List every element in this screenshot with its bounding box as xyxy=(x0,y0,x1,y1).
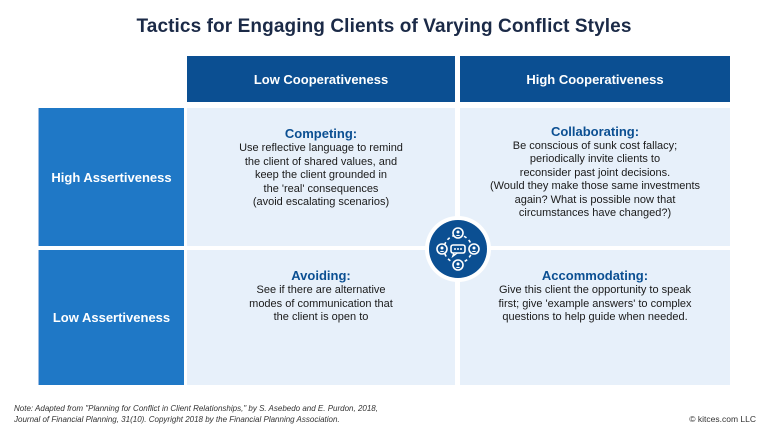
cell-line: keep the client grounded in xyxy=(254,169,388,182)
cell-line: reconsider past joint decisions. xyxy=(519,166,671,179)
cell-line: periodically invite clients to xyxy=(529,153,661,165)
cell-line: questions to help guide when needed. xyxy=(502,311,688,324)
cell-avoiding: Avoiding: See if there are alternative m… xyxy=(187,250,455,385)
copyright: © kitces.com LLC xyxy=(689,414,756,424)
cell-accommodating: Accommodating: Give this client the oppo… xyxy=(460,250,730,385)
cell-competing: Competing: Use reflective language to re… xyxy=(187,108,455,246)
row-header-high-assertiveness: High Assertiveness xyxy=(38,108,184,246)
cell-heading: Avoiding: xyxy=(291,268,351,284)
center-badge xyxy=(425,216,491,282)
source-note-line: Note: Adapted from "Planning for Conflic… xyxy=(14,404,378,413)
cell-line: the client is open to xyxy=(273,311,369,324)
column-header-low-cooperativeness: Low Cooperativeness xyxy=(187,56,455,102)
cell-collaborating: Collaborating: Be conscious of sunk cost… xyxy=(460,108,730,246)
cell-line: the 'real' consequences xyxy=(263,182,379,195)
column-header-high-cooperativeness: High Cooperativeness xyxy=(460,56,730,102)
cell-heading: Competing: xyxy=(284,126,358,142)
cell-heading: Collaborating: xyxy=(550,123,640,139)
cell-line: (avoid escalating scenarios) xyxy=(252,196,390,209)
source-note: Note: Adapted from "Planning for Conflic… xyxy=(14,404,534,425)
source-note-line: Journal of Financial Planning, 31(10). C… xyxy=(14,414,340,424)
cell-line: See if there are alternative xyxy=(256,284,386,297)
cell-line: first; give 'example answers' to complex xyxy=(498,297,692,310)
cell-line: Be conscious of sunk cost fallacy; xyxy=(512,139,678,152)
cell-line: Give this client the opportunity to spea… xyxy=(499,284,691,297)
cell-heading: Accommodating: xyxy=(541,268,649,284)
people-network-icon xyxy=(429,220,487,278)
row-header-low-assertiveness: Low Assertiveness xyxy=(38,250,184,385)
cell-line: (Would they make those same investments xyxy=(489,180,701,192)
cell-line: circumstances have changed?) xyxy=(518,207,672,219)
cell-line: again? What is possible now that xyxy=(514,193,676,206)
cell-line: modes of communication that xyxy=(249,297,393,310)
cell-line: the client of shared values, and xyxy=(244,155,398,168)
cell-line: Use reflective language to remind xyxy=(239,142,403,155)
page-title: Tactics for Engaging Clients of Varying … xyxy=(136,16,632,37)
